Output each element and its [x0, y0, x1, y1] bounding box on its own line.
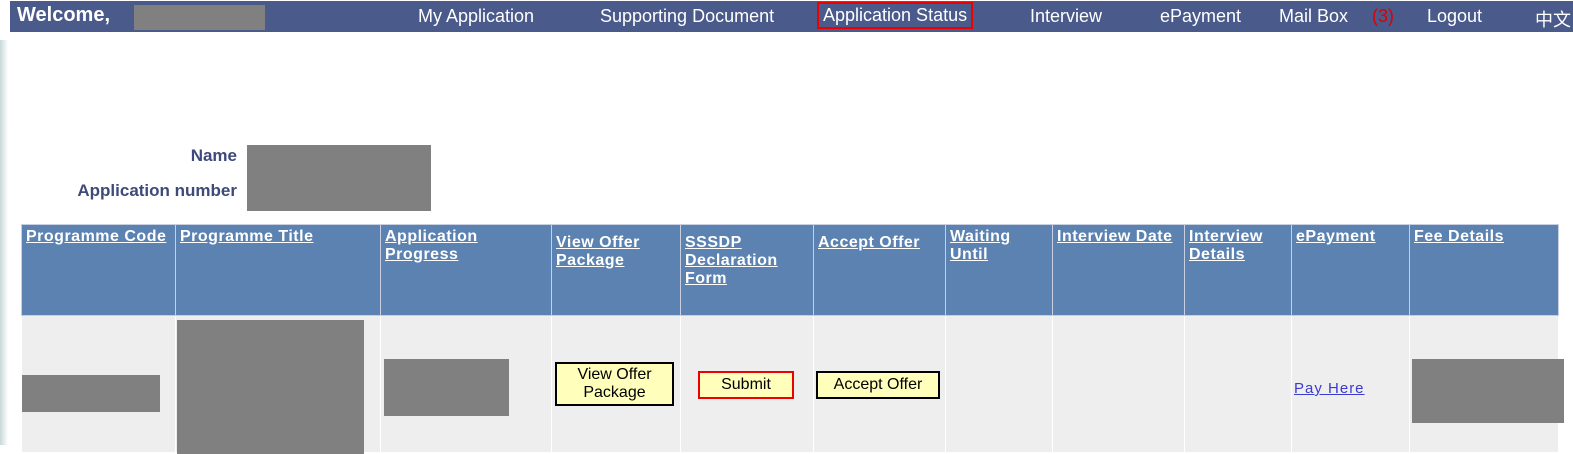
- header-programme-title[interactable]: Programme Title: [180, 228, 314, 245]
- nav-interview[interactable]: Interview: [1030, 6, 1103, 26]
- header-interview-date[interactable]: Interview Date: [1057, 228, 1173, 245]
- header-interview-details[interactable]: Interview Details: [1189, 228, 1263, 263]
- redacted-username: [134, 5, 265, 30]
- nav-application-status[interactable]: Application Status: [816, 2, 974, 29]
- header-application-progress[interactable]: Application Progress: [385, 228, 478, 263]
- interview-date-cell: [1052, 315, 1185, 453]
- header-programme-code[interactable]: Programme Code: [26, 228, 167, 245]
- welcome-text: Welcome,: [17, 4, 110, 26]
- name-label: Name: [190, 146, 237, 165]
- table-row: View Offer Package Submit Accept Offer P…: [21, 315, 1564, 454]
- submit-button[interactable]: Submit: [698, 371, 794, 399]
- header-fee-details[interactable]: Fee Details: [1414, 228, 1504, 245]
- header-sssdp-declaration-form[interactable]: SSSDP Declaration Form: [685, 234, 778, 287]
- nav-epayment[interactable]: ePayment: [1160, 6, 1242, 26]
- top-nav: Welcome, My Application Supporting Docum…: [10, 1, 1573, 32]
- waiting-until-cell: [945, 315, 1053, 453]
- table-header-row: Programme Code Programme Title Applicati…: [21, 224, 1559, 316]
- nav-language-chinese[interactable]: 中文: [1535, 10, 1571, 30]
- redacted-programme-title: [177, 320, 364, 454]
- accept-offer-button[interactable]: Accept Offer: [816, 371, 940, 399]
- redacted-application-progress: [384, 359, 509, 416]
- nav-logout[interactable]: Logout: [1427, 6, 1483, 26]
- interview-details-cell: [1184, 315, 1292, 453]
- nav-my-application[interactable]: My Application: [418, 6, 535, 26]
- pay-here-link[interactable]: Pay Here: [1294, 380, 1365, 397]
- redacted-programme-code: [22, 375, 160, 412]
- header-epayment[interactable]: ePayment: [1296, 228, 1376, 245]
- redacted-application-number: [247, 178, 431, 211]
- redacted-fee-details: [1412, 359, 1564, 423]
- header-view-offer-package[interactable]: View Offer Package: [556, 234, 640, 269]
- view-offer-package-button[interactable]: View Offer Package: [555, 362, 674, 406]
- left-edge-gradient: [0, 40, 8, 445]
- header-waiting-until[interactable]: Waiting Until: [950, 228, 1011, 263]
- mail-count-badge: (3): [1372, 6, 1394, 26]
- header-accept-offer[interactable]: Accept Offer: [818, 234, 921, 251]
- application-status-table: Programme Code Programme Title Applicati…: [21, 224, 1564, 454]
- nav-mail-box[interactable]: Mail Box: [1279, 6, 1349, 26]
- redacted-name: [247, 145, 431, 178]
- application-number-label: Application number: [77, 181, 237, 200]
- nav-supporting-document[interactable]: Supporting Document: [600, 6, 775, 26]
